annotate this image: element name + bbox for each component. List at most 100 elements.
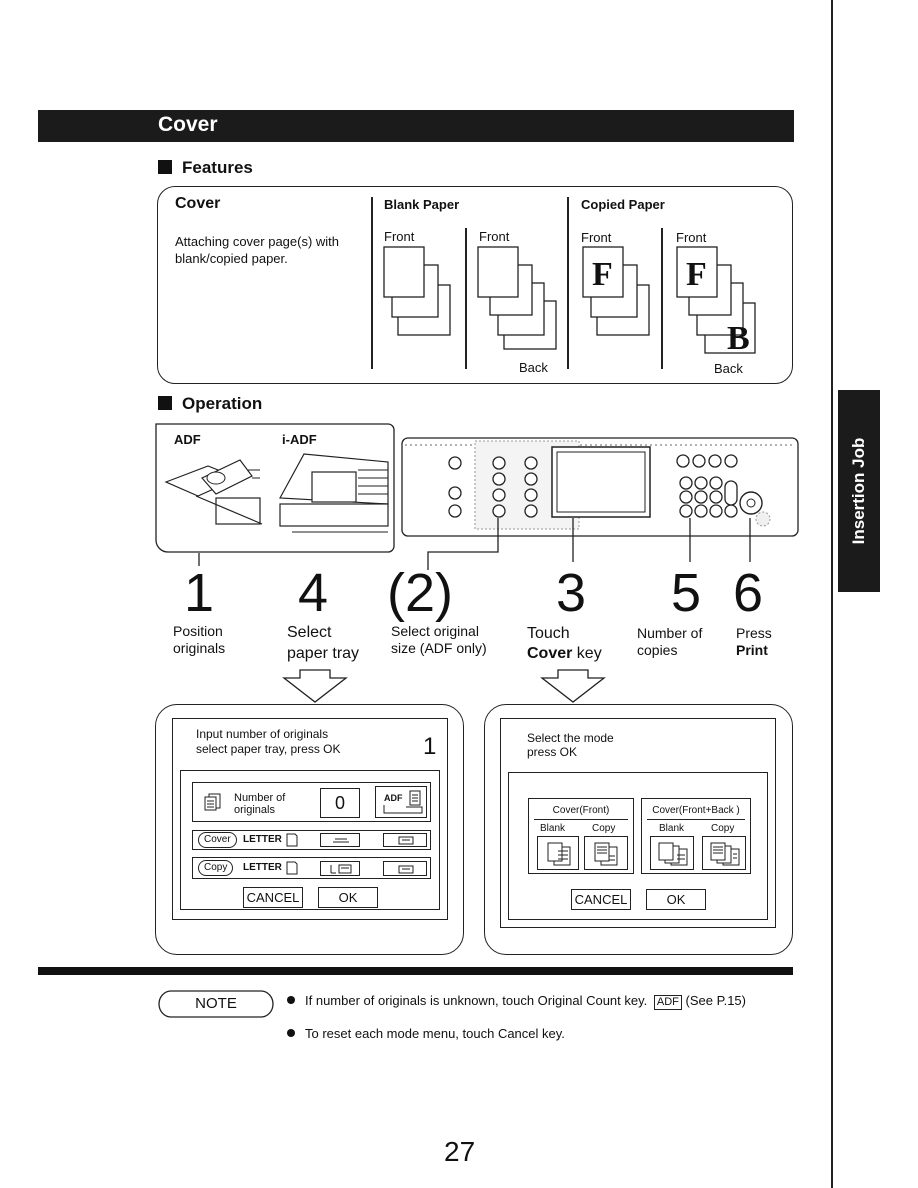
divider: [534, 819, 628, 820]
glyph-front: F: [592, 256, 613, 293]
mode-front-back-label: Cover(Front+Back ): [652, 805, 740, 816]
note-item-1-text: If number of originals is unknown, touch…: [305, 993, 648, 1008]
title-bar: Cover: [38, 110, 794, 142]
left-prompt-line1: Input number of originals: [196, 727, 329, 741]
note-item-1: If number of originals is unknown, touch…: [287, 992, 746, 1010]
features-heading-text: Features: [182, 158, 253, 177]
paper-stack-blank-front-back: [477, 246, 557, 350]
left-screen: [172, 718, 448, 920]
front-back-copy-button[interactable]: [702, 836, 746, 870]
iadf-label: i-ADF: [282, 432, 317, 447]
divider: [661, 228, 663, 369]
right-panel: [508, 772, 768, 920]
bullet-icon: [287, 1029, 295, 1037]
front-label: Front: [479, 229, 510, 244]
copy-label: Copy: [592, 823, 616, 834]
right-prompt-line1: Select the mode: [527, 731, 614, 745]
ok-button[interactable]: OK: [646, 889, 706, 910]
adf-tray-icon: [383, 790, 423, 814]
step-label: copies: [637, 642, 678, 658]
right-screen-frame: [484, 704, 793, 955]
cover-key-bold: Cover: [527, 645, 573, 662]
cover-front-group[interactable]: [528, 798, 634, 874]
right-screen: [500, 718, 776, 928]
adf-count-key[interactable]: ADF: [375, 786, 427, 818]
step-label: Touch: [527, 625, 570, 642]
front-back-blank-button[interactable]: [650, 836, 694, 870]
originals-icon: [204, 793, 221, 811]
square-bullet-icon: [158, 160, 172, 174]
cancel-button[interactable]: CANCEL: [571, 889, 631, 910]
paper-orientation-icon: [286, 861, 298, 875]
section-rule: [38, 967, 793, 975]
blank-cover-icon: [547, 842, 571, 866]
step-label: size (ADF only): [391, 640, 487, 656]
blank-paper-title: Blank Paper: [384, 197, 460, 212]
cover-chip: Cover: [198, 832, 237, 848]
tray-icon: [398, 836, 414, 845]
step-number: 4: [298, 563, 329, 623]
step-label: Cover key: [527, 643, 602, 664]
step-number: 3: [556, 563, 587, 623]
front-label: Front: [676, 230, 707, 245]
right-prompt-line2: press OK: [527, 745, 578, 759]
step-label: paper tray: [287, 645, 360, 662]
num-originals-label: Number of: [234, 792, 286, 804]
step-number: 1: [184, 563, 215, 623]
cover-front-back-group[interactable]: [641, 798, 751, 874]
adf-label: ADF: [174, 432, 201, 447]
paper-orientation-icon: [286, 833, 298, 847]
left-page-num: 1: [423, 733, 437, 760]
ok-button[interactable]: OK: [318, 887, 378, 908]
page-edge-line: [831, 0, 833, 1188]
leader-lines: [198, 518, 751, 570]
note-item-2: To reset each mode menu, touch Cancel ke…: [287, 1025, 565, 1042]
operation-heading: Operation: [158, 394, 262, 414]
page-number: 27: [444, 1136, 476, 1167]
divider: [647, 819, 745, 820]
cover-desc-line2: blank/copied paper.: [175, 251, 288, 266]
copy-tray-button[interactable]: [383, 861, 427, 876]
copy-tray-selected-button[interactable]: [320, 861, 360, 876]
copied-cover-icon: [594, 842, 618, 866]
left-prompt-line2: select paper tray, press OK: [196, 742, 341, 756]
step-label: originals: [173, 640, 226, 656]
front-copy-button[interactable]: [584, 836, 628, 870]
adf-illustration: [155, 423, 395, 553]
cover-tray-bypass-button[interactable]: [320, 833, 360, 847]
bullet-icon: [287, 996, 295, 1004]
original-count-field[interactable]: 0: [320, 788, 360, 818]
copy-label: Copy: [711, 823, 735, 834]
features-box: [157, 186, 793, 384]
tray-icon: [333, 838, 349, 843]
step-label: Print: [736, 642, 768, 658]
cancel-button[interactable]: CANCEL: [243, 887, 303, 908]
step-number: (2): [387, 563, 453, 623]
letter-label: LETTER: [243, 834, 282, 845]
control-panel-illustration: [401, 437, 799, 537]
divider: [567, 197, 569, 369]
note-item-2-text: To reset each mode menu, touch Cancel ke…: [305, 1026, 565, 1041]
divider: [465, 228, 467, 369]
step-number: 6: [733, 563, 764, 623]
note-item-1-ref: (See P.15): [685, 993, 746, 1008]
tray-icon: [330, 864, 352, 874]
copy-chip: Copy: [198, 860, 234, 876]
left-panel: [180, 770, 440, 910]
left-screen-frame: [155, 704, 464, 955]
note-label: NOTE: [195, 995, 237, 1012]
blank-cover-icon: [658, 842, 688, 866]
front-label: Front: [581, 230, 612, 245]
num-originals-label: originals: [234, 804, 275, 816]
copied-cover-icon: [710, 842, 740, 866]
cover-tray-button[interactable]: [383, 833, 427, 847]
down-arrow-icon: [282, 669, 348, 703]
operation-heading-text: Operation: [182, 394, 263, 413]
page-title: Cover: [158, 113, 218, 136]
features-heading: Features: [158, 158, 253, 178]
front-label: Front: [384, 229, 415, 244]
blank-label: Blank: [540, 823, 566, 834]
front-blank-button[interactable]: [537, 836, 579, 870]
down-arrow-icon: [540, 669, 606, 703]
blank-label: Blank: [659, 823, 685, 834]
